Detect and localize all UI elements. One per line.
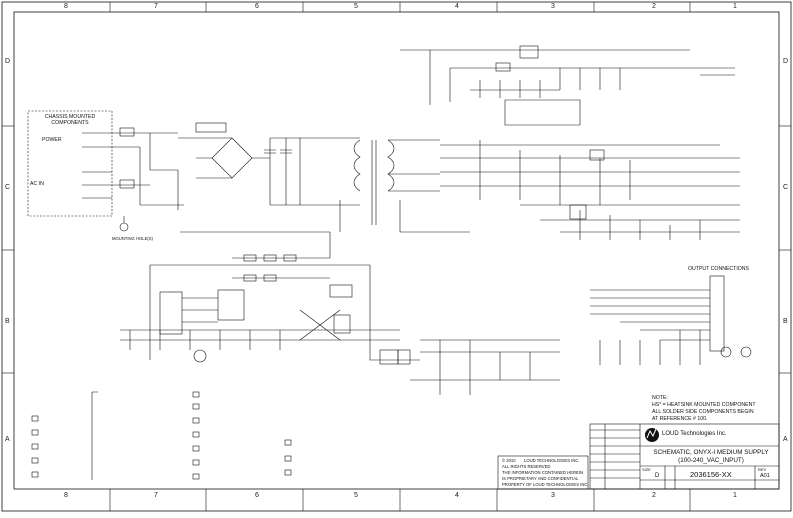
schematic-subtitle: (100-240_VAC_INPUT) [678,457,744,464]
zone-col-8-bottom: 8 [64,492,68,499]
rev-label: REV [758,467,767,472]
zone-row-a-right: A [783,436,788,443]
copyright-year: © 2010 [502,458,516,463]
zone-col-6-bottom: 6 [255,492,259,499]
zone-row-d: D [5,58,11,65]
zone-col-4: 4 [455,3,459,10]
note-line-3: AT REFERENCE # 100. [652,416,708,422]
zone-col-7-bottom: 7 [154,492,158,499]
company-name: LOUD Technologies Inc. [662,431,727,437]
confidential-line-2: IS PROPRIETARY AND CONFIDENTIAL [502,476,579,481]
zone-col-8: 8 [64,3,68,10]
copyright-rights: ALL RIGHTS RESERVED [502,464,551,469]
note-line-2: ALL SOLDER SIDE COMPONENTS BEGIN [652,409,754,415]
mounting-hole-label: MOUNTING HOLE(S) [112,236,153,241]
zone-col-3-bottom: 3 [551,492,555,499]
zone-col-2: 2 [652,3,656,10]
schematic-title: SCHEMATIC, ONYX-I MEDIUM SUPPLY [653,449,769,456]
zone-row-d-right: D [783,58,789,65]
confidential-line-1: THE INFORMATION CONTAINED HEREIN [502,470,584,475]
confidential-line-3: PROPERTY OF LOUD TECHNOLOGIES INC. [502,482,589,487]
rev-value: A01 [760,473,770,479]
zone-col-5-bottom: 5 [354,492,358,499]
zone-col-1: 1 [733,3,737,10]
size-label: SIZE [642,467,651,472]
zone-col-1-bottom: 1 [733,492,737,499]
output-connections-title: OUTPUT CONNECTIONS [688,266,750,272]
zone-row-b: B [5,318,10,325]
note-line-1: HS* = HEATSINK MOUNTED COMPONENT [652,402,756,408]
document-number: 2036156-XX [690,470,732,479]
zone-col-3: 3 [551,3,555,10]
zone-col-2-bottom: 2 [652,492,656,499]
zone-row-c-right: C [783,184,789,191]
zone-col-5: 5 [354,3,358,10]
zone-row-a: A [5,436,10,443]
ac-in-label: AC IN [30,181,44,187]
note-title: NOTE: [652,395,668,401]
copyright-company: LOUD TECHNOLOGIES INC. [524,458,580,463]
zone-row-c: C [5,184,11,191]
zone-col-4-bottom: 4 [455,492,459,499]
zone-col-6: 6 [255,3,259,10]
zone-row-b-right: B [783,318,788,325]
power-label: POWER [42,137,62,143]
size-value: D [655,473,660,479]
chassis-title: CHASSIS MOUNTED COMPONENTS [44,114,96,126]
zone-col-7: 7 [154,3,158,10]
